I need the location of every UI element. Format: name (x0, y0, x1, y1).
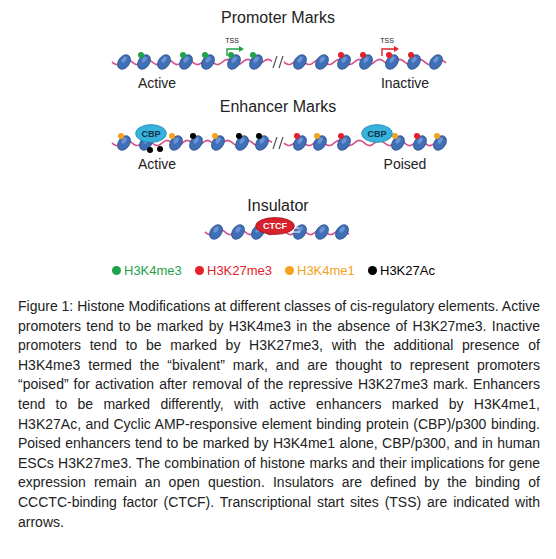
nucleosome-highlight (339, 226, 346, 234)
nucleosome-highlight (433, 56, 440, 64)
nucleosome (335, 133, 353, 152)
nucleosome (209, 133, 227, 152)
histone-mark (118, 133, 124, 139)
histone-mark (338, 133, 344, 139)
nucleosome (411, 133, 429, 152)
nucleosome (291, 52, 309, 71)
histone-mark (169, 133, 175, 139)
histone-mark (314, 133, 320, 139)
nucleosome-highlight (319, 226, 326, 234)
state-label: Active (138, 156, 176, 172)
cbp-protein: CBP (361, 124, 393, 143)
state-label: Inactive (381, 75, 429, 91)
histone-mark (202, 52, 208, 58)
nucleosome (199, 52, 217, 71)
nucleosome (311, 133, 329, 152)
state-label: Active (138, 75, 176, 91)
legend-text: H3K27Ac (380, 263, 435, 278)
nucleosome (405, 52, 423, 71)
section-heading: Promoter Marks (221, 9, 335, 27)
histone-mark (190, 133, 196, 139)
legend-swatch (112, 266, 121, 275)
nucleosome (247, 52, 265, 71)
break-mark (273, 137, 283, 149)
nucleosome-highlight (161, 56, 168, 64)
nucleosome-highlight (235, 226, 242, 234)
nucleosome (431, 133, 449, 152)
nucleosome (313, 52, 331, 71)
protein-blob (362, 125, 393, 143)
protein-blob (136, 125, 167, 143)
histone-mark (157, 146, 163, 152)
legend-item: H3K27me3 (195, 263, 272, 278)
histone-mark (256, 133, 262, 139)
nucleosome (155, 52, 173, 71)
histone-mark (360, 52, 366, 58)
nucleosome (207, 222, 225, 241)
nucleosome (233, 133, 251, 152)
histone-mark (138, 52, 144, 58)
figure-caption: Figure 1: Histone Modifications at diffe… (18, 297, 540, 532)
nucleosome (229, 222, 247, 241)
nucleosome (135, 52, 153, 71)
histone-mark (434, 133, 440, 139)
legend-swatch (195, 266, 204, 275)
legend-swatch (285, 266, 294, 275)
histone-mark (250, 52, 256, 58)
histone-mark (392, 133, 398, 139)
protein-name: CBP (135, 124, 167, 143)
tss-label: TSS (380, 37, 394, 45)
tss-label: TSS (225, 37, 239, 45)
section-heading: Enhancer Marks (220, 98, 337, 116)
nucleosome (177, 52, 195, 71)
break-mark (273, 56, 283, 68)
histone-mark (408, 52, 414, 58)
nucleosome (167, 133, 185, 152)
tss-arrow (227, 49, 240, 56)
histone-mark (147, 147, 153, 153)
nucleosome (115, 133, 133, 152)
nucleosome (313, 222, 331, 241)
histone-mark (338, 52, 344, 58)
legend-text: H3K4me3 (124, 263, 182, 278)
protein-name: CTCF (255, 217, 295, 235)
legend-item: H3K27Ac (368, 263, 435, 278)
histone-mark (236, 133, 242, 139)
legend-text: H3K27me3 (207, 263, 272, 278)
protein-blob (256, 218, 295, 235)
nucleosome (335, 52, 353, 71)
nucleosome (357, 52, 375, 71)
nucleosome-highlight (121, 56, 128, 64)
legend-item: H3K4me3 (112, 263, 182, 278)
section-heading: Insulator (247, 197, 308, 215)
histone-mark (212, 133, 218, 139)
nucleosome (383, 52, 401, 71)
nucleosome-highlight (319, 56, 326, 64)
histone-mark (180, 52, 186, 58)
protein-name: CBP (361, 124, 393, 143)
legend-item: H3K4me1 (285, 263, 355, 278)
legend-text: H3K4me1 (297, 263, 355, 278)
nucleosome (291, 133, 309, 152)
ctcf-protein: CTCF (255, 217, 295, 235)
histone-mark (386, 52, 392, 58)
nucleosome (253, 133, 271, 152)
nucleosome (187, 133, 205, 152)
nucleosome (333, 222, 351, 241)
tss-arrowhead (239, 46, 244, 52)
histone-mark (228, 52, 234, 58)
cbp-protein: CBP (135, 124, 167, 143)
nucleosome-highlight (297, 56, 304, 64)
legend-swatch (368, 266, 377, 275)
nucleosome (427, 52, 445, 71)
tss-arrow (382, 49, 395, 56)
histone-mark (414, 133, 420, 139)
nucleosome (115, 52, 133, 71)
nucleosome-highlight (213, 226, 220, 234)
histone-mark (294, 133, 300, 139)
tss-arrowhead (394, 46, 399, 52)
state-label: Poised (384, 156, 427, 172)
